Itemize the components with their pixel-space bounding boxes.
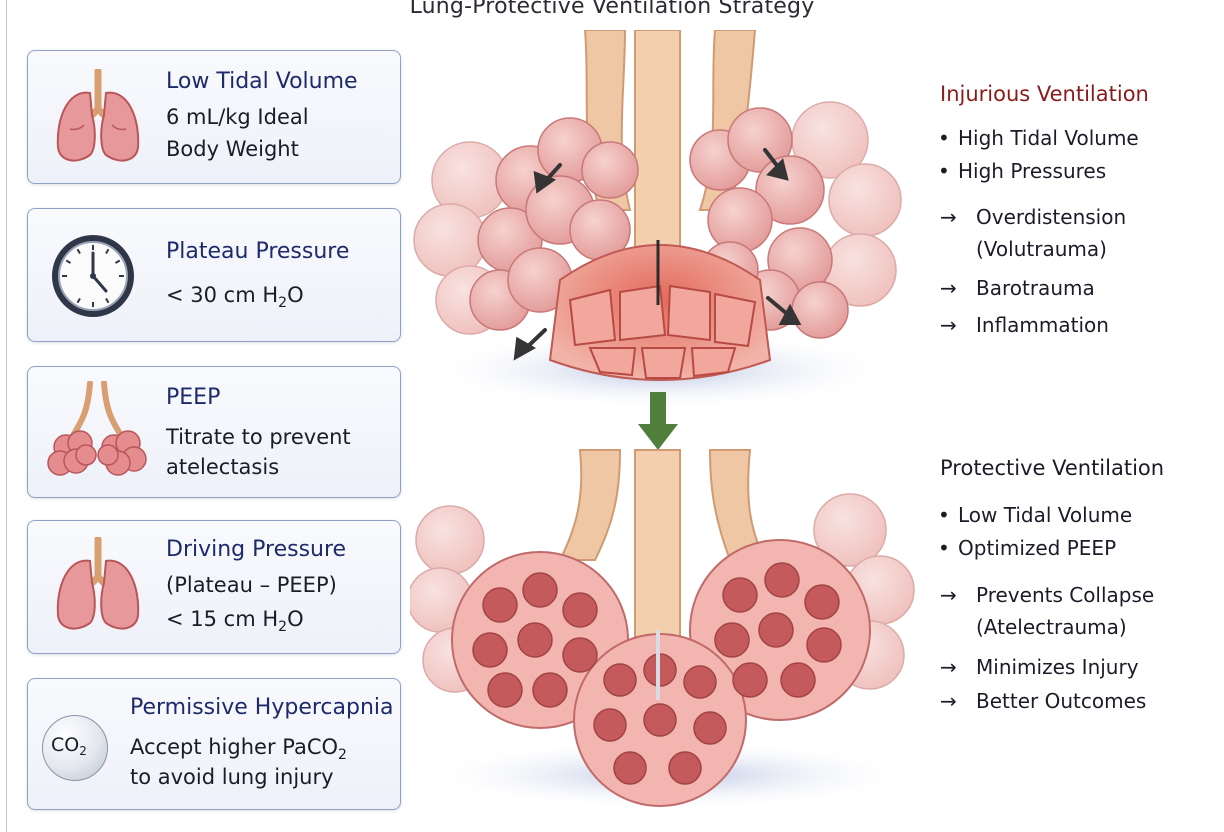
injurious-effect-detail: (Volutrauma) (976, 237, 1107, 261)
card-title: Permissive Hypercapnia (130, 695, 394, 720)
card-line: < 15 cm H2O (166, 607, 304, 635)
card-title: Plateau Pressure (166, 239, 350, 264)
protective-effect: →Minimizes Injury (940, 655, 1139, 679)
protective-heading: Protective Ventilation (940, 456, 1165, 480)
left-frame-line (6, 0, 7, 832)
injurious-effect: →Inflammation (940, 313, 1109, 337)
card-line: < 30 cm H2O (166, 283, 304, 311)
card-line: atelectasis (166, 455, 280, 479)
protective-effect-detail: (Atelectrauma) (976, 615, 1127, 639)
card-permissive-hypercapnia: CO2 Permissive Hypercapnia Accept higher… (27, 678, 401, 810)
card-line: Titrate to prevent (166, 425, 351, 449)
transition-arrow (638, 392, 678, 450)
co2-bubble-label: CO2 (51, 734, 87, 758)
card-line: 6 mL/kg Ideal (166, 105, 309, 129)
card-peep: PEEP Titrate to prevent atelectasis (27, 366, 401, 498)
injurious-effect: →Barotrauma (940, 276, 1095, 300)
card-title: Low Tidal Volume (166, 69, 358, 94)
lungs-icon (56, 69, 140, 162)
page-title: Lung-Protective Ventilation Strategy (409, 0, 815, 19)
injurious-effect: →Overdistension (940, 205, 1127, 229)
card-low-tidal-volume: Low Tidal Volume 6 mL/kg Ideal Body Weig… (27, 50, 401, 184)
injurious-heading: Injurious Ventilation (940, 82, 1149, 106)
clock-icon (52, 235, 134, 317)
protective-effect: →Prevents Collapse (940, 583, 1155, 607)
alveoli-icon (47, 381, 147, 476)
card-driving-pressure: Driving Pressure (Plateau – PEEP) < 15 c… (27, 520, 401, 654)
alveoli-illustration (410, 30, 920, 810)
card-title: PEEP (166, 385, 221, 410)
injurious-bullet: •High Tidal Volume (938, 126, 1139, 150)
card-line: (Plateau – PEEP) (166, 573, 337, 597)
card-title: Driving Pressure (166, 537, 347, 562)
protective-bullet: •Optimized PEEP (938, 536, 1117, 560)
lungs-icon (56, 537, 140, 630)
card-line: to avoid lung injury (130, 765, 334, 789)
protective-effect: →Better Outcomes (940, 689, 1147, 713)
injurious-bullet: •High Pressures (938, 159, 1107, 183)
overdistended-alveoli (413, 30, 902, 410)
protective-bullet: •Low Tidal Volume (938, 503, 1133, 527)
card-line: Accept higher PaCO2 (130, 735, 347, 763)
card-plateau-pressure: Plateau Pressure < 30 cm H2O (27, 208, 401, 342)
card-line: Body Weight (166, 137, 299, 161)
co2-bubble-icon: CO2 (42, 715, 108, 781)
protected-alveoli (410, 449, 920, 810)
